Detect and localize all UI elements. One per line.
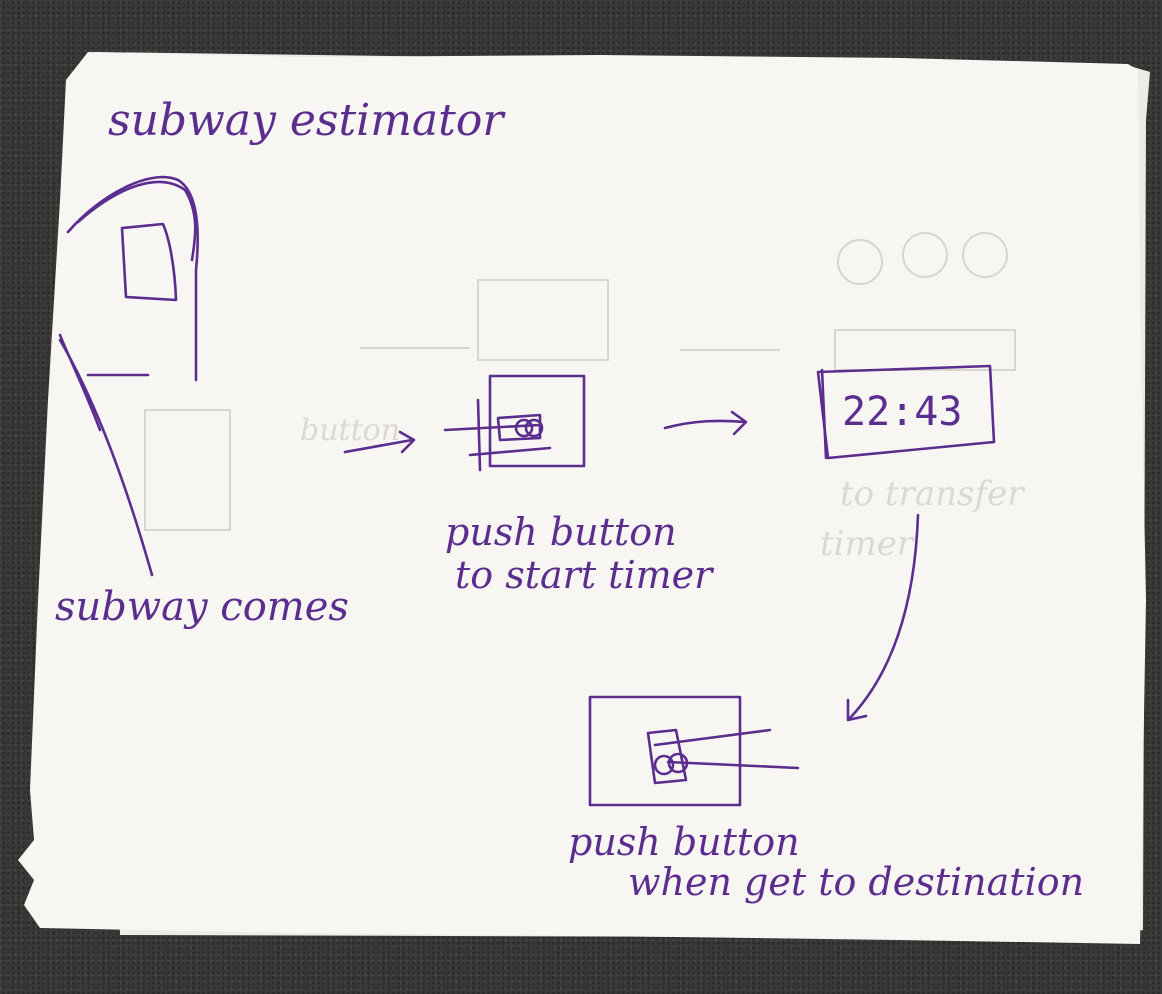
svg-text:timer: timer — [820, 524, 915, 564]
start-button-sketch — [443, 374, 586, 472]
svg-text:to transfer: to transfer — [840, 474, 1025, 514]
end-button-sketch — [588, 695, 800, 807]
end-label-line1: push button — [568, 820, 800, 864]
subway-train-sketch — [58, 175, 199, 577]
subway-comes-label: subway comes — [55, 584, 349, 630]
arrow-to-timer — [663, 410, 748, 436]
arrow-to-start-button — [343, 430, 416, 454]
timer-value: 22:43 — [842, 389, 962, 435]
paper-sheet — [18, 52, 1146, 944]
diagram-title: subway estimator — [108, 95, 506, 146]
start-label-line2: to start timer — [455, 553, 715, 597]
timer-display-sketch: 22:43 — [816, 364, 996, 460]
svg-text:button: button — [300, 413, 400, 448]
show-through: to transfer timer button — [144, 232, 1025, 564]
start-label-line1: push button — [445, 510, 677, 554]
end-label-line2: when get to destination — [628, 860, 1084, 904]
arrow-to-end-button — [846, 513, 920, 722]
